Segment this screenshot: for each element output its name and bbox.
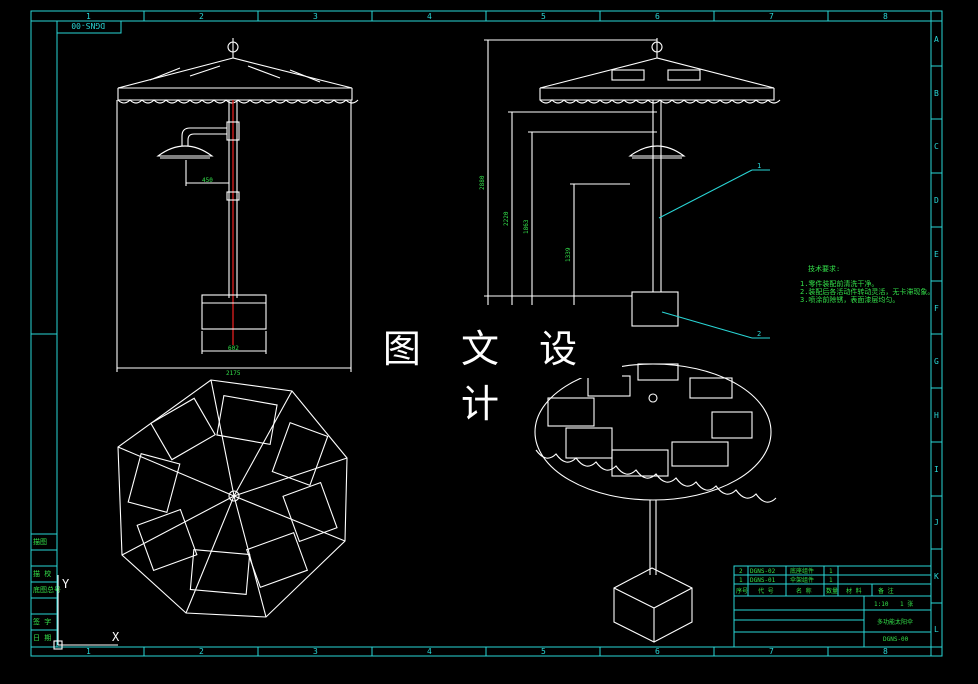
sheet-count: 1 张 [900,600,913,608]
col-label: 1 [86,12,91,21]
dim-arm: 450 [202,177,213,184]
col-label: 2 [199,647,204,656]
dim-base-width: 602 [228,345,239,352]
dim-h2: 2220 [503,211,510,226]
svg-text:代 号: 代 号 [758,587,774,595]
column-labels-bottom: 1 2 3 4 5 6 7 8 [86,647,888,656]
col-label: 2 [199,12,204,21]
notes-heading: 技术要求: [808,264,840,273]
svg-text:名 称: 名 称 [796,587,812,595]
svg-text:1.零件装配前清洗干净。: 1.零件装配前清洗干净。 [800,279,878,288]
svg-text:B: B [934,89,939,98]
svg-text:描 校: 描 校 [33,569,51,578]
svg-text:F: F [934,304,939,313]
svg-text:3.喷涂前除锈，表面漆层均匀。: 3.喷涂前除锈，表面漆层均匀。 [800,295,899,304]
col-label: 4 [427,647,432,656]
dim-h1: 2880 [479,175,486,190]
svg-text:2.装配后各活动件转动灵活，无卡滞现象。: 2.装配后各活动件转动灵活，无卡滞现象。 [800,287,934,296]
callout-2: 2 [757,330,761,338]
col-label: 7 [769,12,774,21]
svg-text:C: C [934,142,939,151]
column-labels-top: 1 2 3 4 5 6 7 8 [86,12,888,21]
watermark-text: 图 文 设 计 [382,327,592,426]
left-elevation-view: 2175 602 450 [116,38,359,377]
dim-total-width: 2175 [226,370,241,377]
callout-1: 1 [757,162,761,170]
col-label: 6 [655,647,660,656]
svg-text:描图: 描图 [33,537,47,546]
col-label: 8 [883,647,888,656]
col-label: 6 [655,12,660,21]
ucs-icon: Y X [53,575,120,650]
col-label: 3 [313,12,318,21]
svg-text:序号: 序号 [736,587,748,595]
svg-text:I: I [934,465,939,474]
svg-text:日 期: 日 期 [33,634,51,642]
dim-h4: 1339 [565,247,572,262]
svg-text:1: 1 [829,568,833,575]
technical-notes: 技术要求: 1.零件装配前清洗干净。 2.装配后各活动件转动灵活，无卡滞现象。 … [800,264,934,304]
col-label: 5 [541,647,546,656]
svg-text:备 注: 备 注 [878,587,894,595]
svg-text:E: E [934,250,939,259]
svg-text:2: 2 [739,568,743,575]
dim-h3: 1863 [523,219,530,234]
svg-text:G: G [934,357,939,366]
svg-text:DGNS-01: DGNS-01 [750,577,776,584]
left-stamp-block: 描图 描 校 底图总号 签 字 日 期 [30,533,61,648]
col-label: 8 [883,12,888,21]
row-labels: A B C D E F G H I J K L [931,35,942,634]
svg-text:签 字: 签 字 [33,617,51,626]
right-elevation-view: 2880 2220 1863 1339 1 2 [479,38,781,339]
drawing-title: 多功能太阳伞 [877,618,913,626]
svg-text:X: X [112,630,120,644]
code-tab [56,20,122,34]
svg-text:伞架组件: 伞架组件 [790,576,814,584]
svg-text:1: 1 [829,577,833,584]
col-label: 1 [86,647,91,656]
plan-view [117,379,348,618]
col-label: 3 [313,647,318,656]
col-label: 4 [427,12,432,21]
code-tab-text: DGNS-00 [71,21,105,30]
svg-text:Y: Y [62,577,70,591]
scale-value: 1:10 [874,601,889,608]
drawing-number: DGNS-00 [883,636,909,643]
col-label: 7 [769,647,774,656]
svg-text:J: J [934,518,939,527]
svg-text:底座组件: 底座组件 [790,567,814,575]
svg-text:1: 1 [739,577,743,584]
col-label: 5 [541,12,546,21]
svg-text:K: K [934,572,939,581]
title-block: 2 DGNS-02 底座组件 1 1 DGNS-01 伞架组件 1 序号 代 号… [733,565,932,648]
svg-text:D: D [934,196,939,205]
svg-text:L: L [934,625,939,634]
watermark-backdrop [352,306,622,378]
svg-text:DGNS-02: DGNS-02 [750,568,776,575]
column-grid [143,11,829,656]
svg-text:数量: 数量 [826,587,838,595]
svg-text:底图总号: 底图总号 [33,585,61,594]
svg-text:A: A [934,35,939,44]
svg-text:H: H [934,411,939,420]
svg-text:材 料: 材 料 [846,587,862,595]
